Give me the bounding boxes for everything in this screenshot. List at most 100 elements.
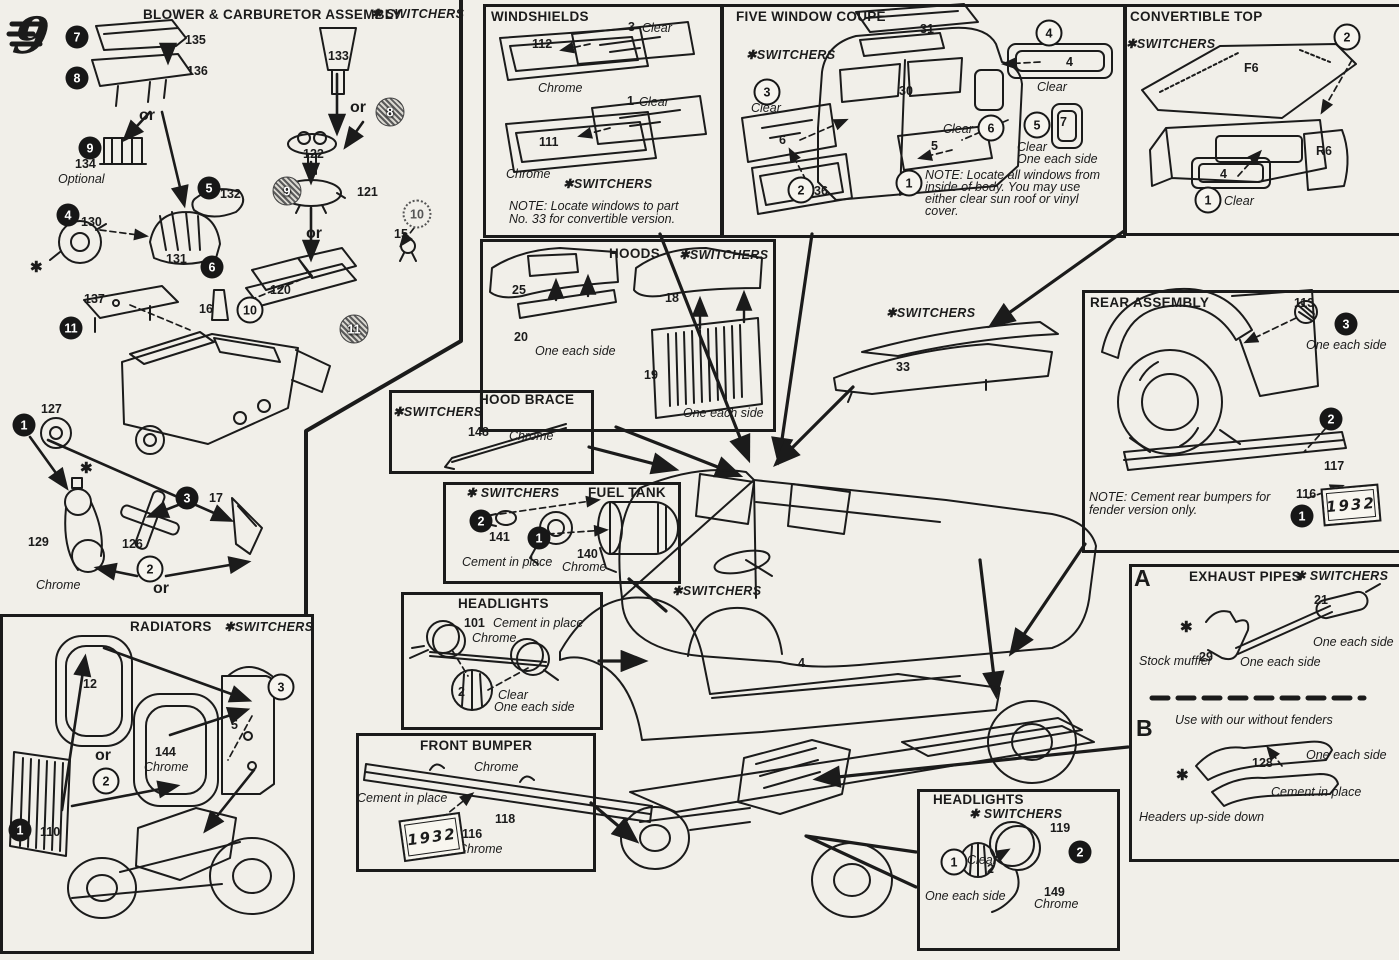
- headlights-right-label: 119: [1050, 821, 1071, 835]
- blower-callout-7: 7: [65, 25, 89, 49]
- rear-assembly-label: 116: [1296, 487, 1317, 501]
- convertible-label: ✱SWITCHERS: [1126, 37, 1216, 51]
- convertible-callout-1: 1: [1194, 186, 1222, 214]
- radiators-label: RADIATORS: [130, 619, 212, 634]
- section-box-radiators: [0, 614, 314, 954]
- art-chassis: [620, 700, 1095, 918]
- headlights-right-callout-2: 2: [1068, 840, 1092, 864]
- rear-assembly-label: NOTE: Cement rear bumpers for: [1089, 490, 1271, 504]
- art-headlights-right: [960, 821, 1041, 913]
- exhaust-label: EXHAUST PIPES: [1189, 569, 1301, 584]
- coupe-label: One each side: [1017, 152, 1098, 166]
- rear-assembly-label: One each side: [1306, 338, 1387, 352]
- coupe-label: 7: [1060, 115, 1067, 129]
- art-fender-unit: [559, 596, 1001, 741]
- radiators-label: ✱SWITCHERS: [224, 620, 314, 634]
- headlights-right-callout-1: 1: [940, 848, 968, 876]
- hoods-label: One each side: [535, 344, 616, 358]
- rear-assembly-callout-2: 2: [1319, 407, 1343, 431]
- rear-assembly-license-plate: 1932: [1320, 483, 1382, 527]
- exhaust-label: A: [1134, 565, 1151, 591]
- blower-label: 17: [209, 491, 223, 505]
- blower-label: 135: [185, 33, 206, 47]
- exhaust-label: ✱: [1176, 767, 1189, 784]
- exhaust-label: 128: [1252, 756, 1273, 770]
- hood-brace-label: Chrome: [509, 429, 554, 443]
- coupe-callout-6: 6: [977, 114, 1005, 142]
- windshields-label: 3: [628, 20, 635, 34]
- art-engine: [40, 331, 331, 573]
- exhaust-label: One each side: [1240, 655, 1321, 669]
- radiators-label: 12: [83, 677, 97, 691]
- section-box-convertible: [1124, 4, 1399, 236]
- coupe-label: NOTE: Locate all windows from: [925, 168, 1101, 182]
- blower-label: or: [139, 107, 155, 124]
- coupe-callout-3: 3: [753, 78, 781, 106]
- fuel-tank-label: FUEL TANK: [588, 485, 666, 500]
- front-bumper-label: Cement in place: [357, 791, 448, 805]
- blower-label: 137: [84, 292, 105, 306]
- coupe-callout-2: 2: [787, 176, 815, 204]
- radiators-label: 110: [40, 825, 61, 839]
- blower-label: or: [350, 99, 366, 116]
- blower-callout-6: 6: [200, 255, 224, 279]
- blower-callout-11: 11: [59, 316, 83, 340]
- art-radiators: [9, 635, 295, 919]
- art-rear-assembly: [1101, 287, 1347, 471]
- art-coupe: [741, 3, 1113, 215]
- section-box-front-bumper: [356, 733, 596, 872]
- coupe-label: either clear sun roof or vinyl: [925, 192, 1079, 206]
- blower-label: 120: [270, 283, 291, 297]
- coupe-label: 4: [1066, 55, 1073, 69]
- blower-label: ✱ SWITCHERS: [371, 7, 465, 21]
- windshields-label: No. 33 for convertible version.: [509, 212, 676, 226]
- hoods-label: HOODS: [609, 246, 661, 261]
- hoods-label: 25: [512, 283, 526, 297]
- front-bumper-label: 116: [462, 827, 483, 841]
- exhaust-label: 21: [1314, 593, 1328, 607]
- art-convertible: [1141, 43, 1357, 191]
- rear-assembly-label: fender version only.: [1089, 503, 1198, 517]
- hoods-label: One each side: [683, 406, 764, 420]
- blower-label: 131: [166, 252, 187, 266]
- center-label: ✱SWITCHERS: [886, 306, 976, 320]
- blower-label: ✱: [80, 460, 93, 477]
- blower-callout-10: 10: [402, 199, 432, 229]
- blower-label: 15: [394, 227, 408, 241]
- headlights-right-label: One each side: [925, 889, 1006, 903]
- coupe-callout-5: 5: [1023, 111, 1051, 139]
- radiator-arrows: [60, 646, 256, 834]
- windshields-label: NOTE: Locate windows to part: [509, 199, 679, 213]
- radiators-label: 144: [155, 745, 176, 759]
- convertible-label: CONVERTIBLE TOP: [1130, 9, 1263, 24]
- exhaust-label: ✱: [1180, 619, 1193, 636]
- windshields-label: Chrome: [538, 81, 583, 95]
- windshields-label: 112: [532, 37, 553, 51]
- art-front-bumper: [363, 763, 653, 823]
- blower-label: 126: [122, 537, 143, 551]
- front-bumper-license-plate: 1932: [398, 811, 466, 863]
- radiators-callout-3: 3: [267, 673, 295, 701]
- radiators-label: or: [95, 747, 111, 764]
- headlights-right-label: Chrome: [1034, 897, 1079, 911]
- radiators-callout-2: 2: [92, 767, 120, 795]
- center-label: 33: [896, 360, 910, 374]
- blower-label: 16: [199, 302, 213, 316]
- hood-brace-label: HOOD BRACE: [479, 392, 575, 407]
- art-windshields: [499, 21, 707, 173]
- exhaust-label: Use with our without fenders: [1175, 713, 1333, 727]
- coupe-label: 5: [931, 139, 938, 153]
- headlights-left-label: HEADLIGHTS: [458, 596, 549, 611]
- radiators-label: Chrome: [144, 760, 189, 774]
- blower-callout-8: 8: [375, 97, 405, 127]
- blower-callout-8: 8: [65, 66, 89, 90]
- headlights-right-label: HEADLIGHTS: [933, 792, 1024, 807]
- art-roadster-body: [618, 469, 1097, 668]
- hoods-label: 18: [665, 291, 679, 305]
- section-box-fuel-tank: [443, 482, 681, 584]
- exhaust-label: Stock muffler: [1139, 654, 1212, 668]
- blower-callout-11: 11: [339, 314, 369, 344]
- coupe-callout-4: 4: [1035, 19, 1063, 47]
